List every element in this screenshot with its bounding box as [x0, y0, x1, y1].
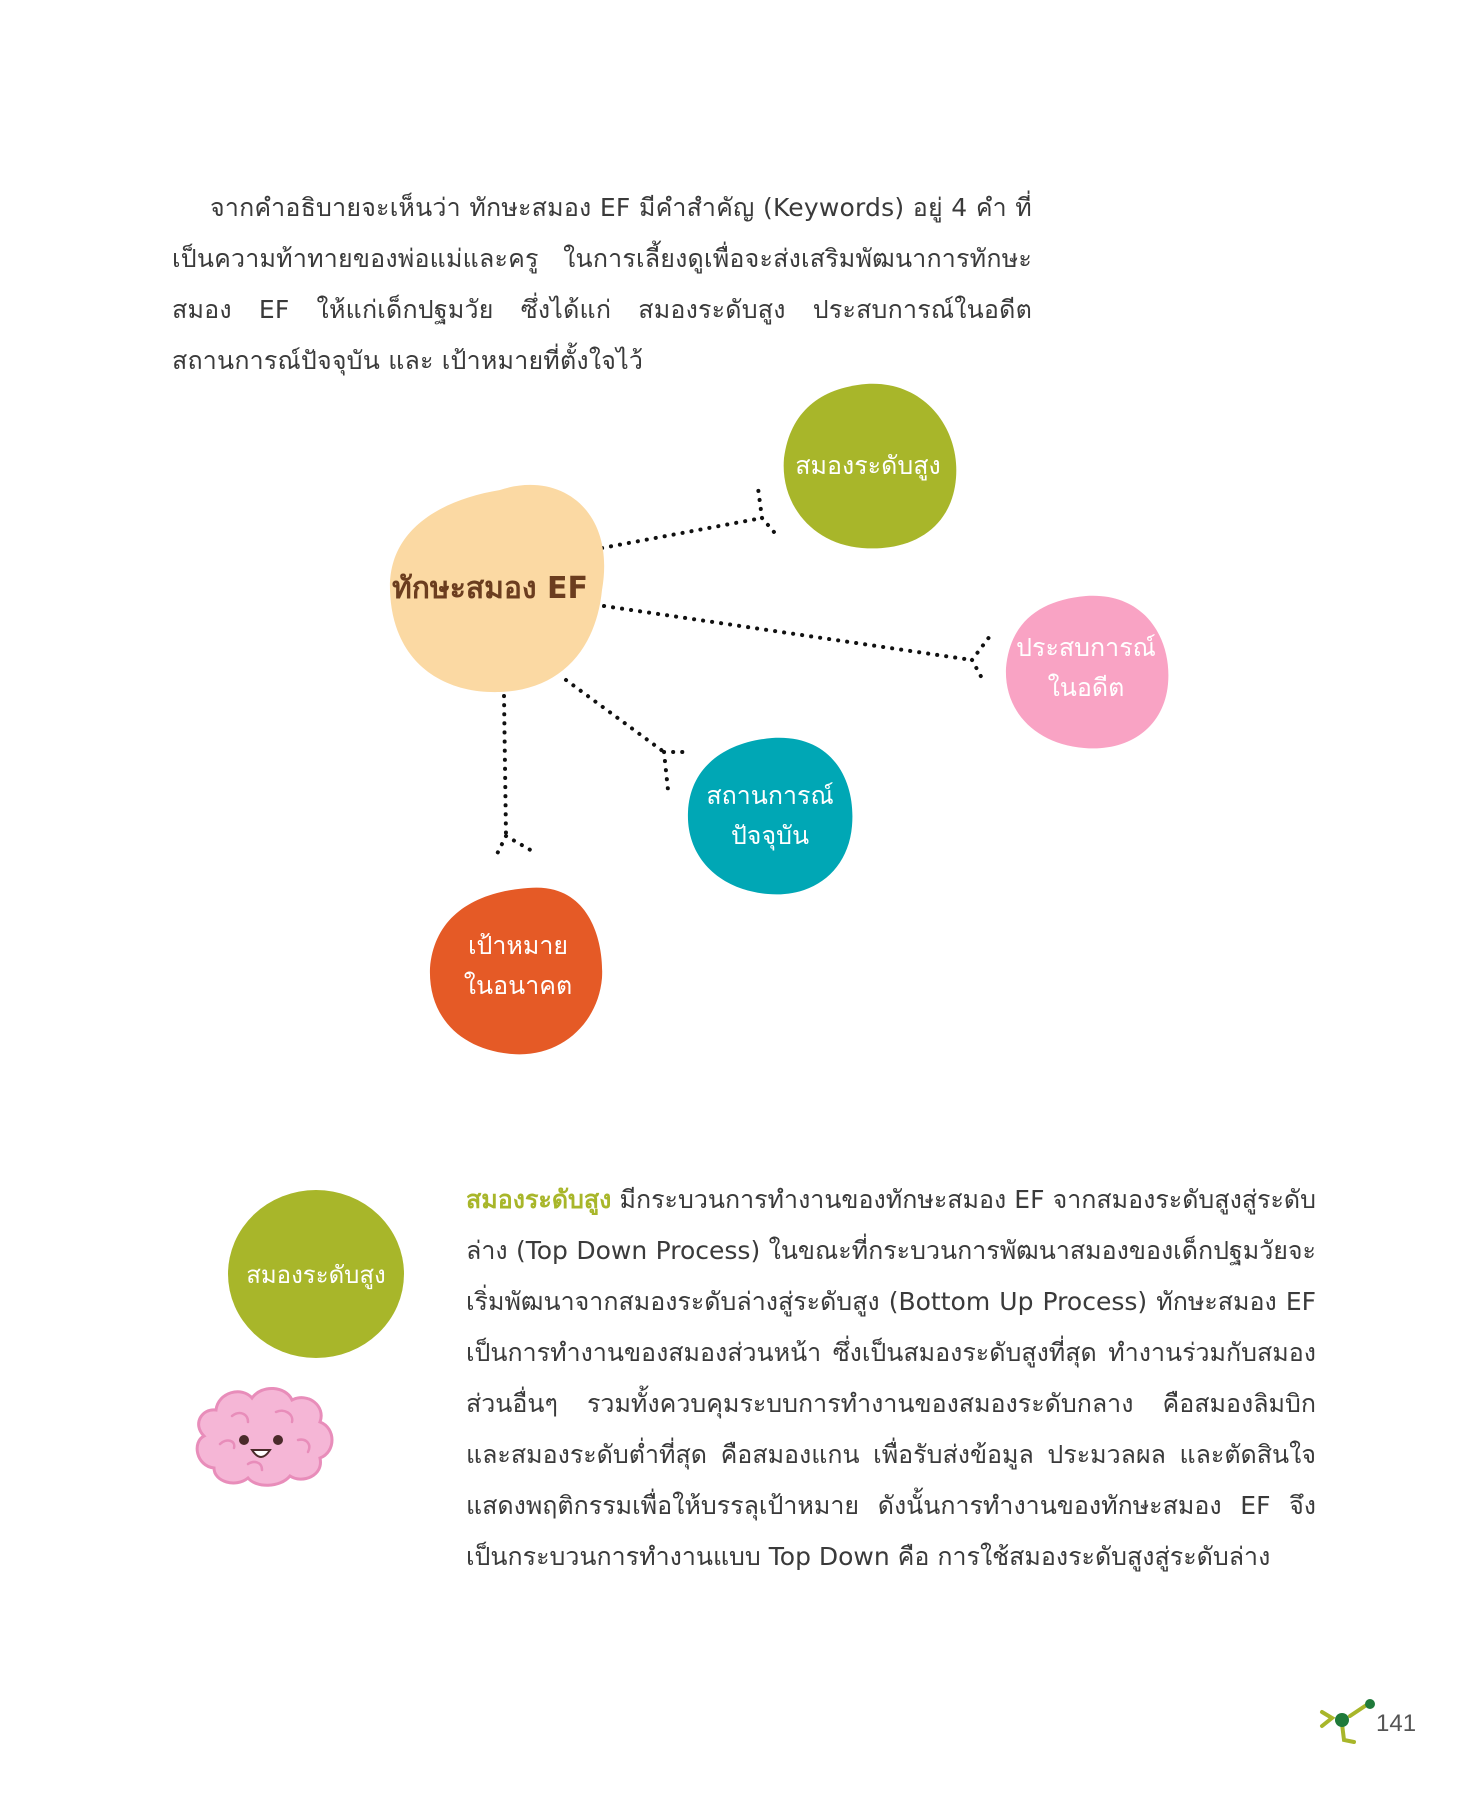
center-bubble: [389, 484, 605, 693]
intro-text: จากคำอธิบายจะเห็นว่า ทักษะสมอง EF มีคำสำ…: [172, 193, 1032, 375]
side-bubble: สมองระดับสูง: [228, 1190, 404, 1358]
ef-keywords-diagram: ทักษะสมอง EF สมองระดับสูง ประสบการณ์ ในอ…: [389, 383, 1169, 1055]
intro-paragraph: จากคำอธิบายจะเห็นว่า ทักษะสมอง EF มีคำสำ…: [172, 182, 1032, 386]
node-bubble-1: [783, 383, 957, 549]
node-2-label-line2: ในอดีต: [1048, 673, 1125, 702]
node-3-label-line2: ปัจจุบัน: [731, 821, 809, 851]
node-4-label-line2: ในอนาคต: [464, 971, 572, 1000]
section-body: มีกระบวนการทำงานของทักษะสมอง EF จากสมองร…: [466, 1185, 1316, 1571]
node-bubble-2: [1005, 595, 1169, 749]
connector-line-4: [502, 694, 508, 838]
connector-arrow-3: [662, 750, 692, 792]
side-bubble-label: สมองระดับสูง: [246, 1260, 386, 1289]
center-label: ทักษะสมอง EF: [392, 571, 588, 606]
section-paragraph: สมองระดับสูง มีกระบวนการทำงานของทักษะสมอ…: [466, 1174, 1316, 1582]
section-highlight: สมองระดับสูง: [466, 1185, 612, 1214]
node-1-label: สมองระดับสูง: [795, 451, 940, 481]
connector-line-1: [600, 516, 764, 550]
molecule-logo-icon: [1320, 1699, 1375, 1744]
node-4-label-line1: เป้าหมาย: [468, 931, 568, 960]
node-2-label-line1: ประสบการณ์: [1016, 633, 1156, 662]
connector-arrow-1: [756, 486, 776, 534]
node-bubble-3: [687, 737, 853, 895]
connector-line-3: [564, 678, 666, 754]
node-3-label-line1: สถานการณ์: [706, 781, 833, 810]
node-bubble-4: [429, 887, 603, 1055]
connector-line-2: [602, 604, 974, 662]
brain-mascot-icon: [195, 1387, 334, 1487]
connector-arrow-2: [970, 634, 992, 684]
page-number: 141: [1376, 1710, 1417, 1737]
connector-arrow-4: [492, 834, 536, 862]
